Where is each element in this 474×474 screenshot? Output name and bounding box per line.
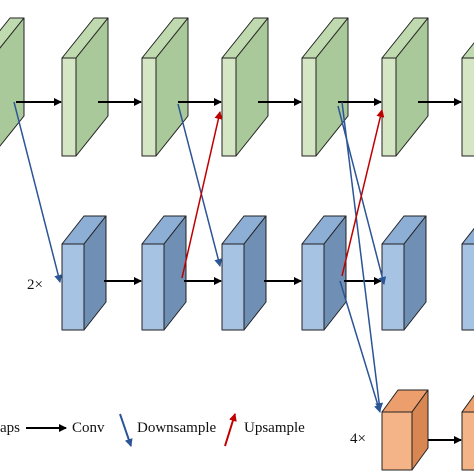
conv-arrows: [16, 98, 462, 444]
row2-feature-maps: [61, 215, 474, 331]
green-feature-map-6: [381, 17, 429, 157]
green-feature-map-5: [301, 17, 349, 157]
green-feature-map-3: [141, 17, 189, 157]
legend-upsample-label: Upsample: [244, 420, 305, 436]
blue-feature-map-1: [61, 215, 107, 331]
legend: aps Conv Downsample Upsample: [0, 413, 305, 447]
legend-downsample-label: Downsample: [137, 420, 216, 436]
scale-label-4x: 4×: [350, 431, 366, 447]
green-feature-map-2: [61, 17, 109, 157]
scale-label-2x: 2×: [27, 277, 43, 293]
blue-feature-map-6: [461, 227, 474, 331]
upsample-arrow-1: [181, 111, 223, 279]
green-feature-map-4: [221, 17, 269, 157]
orange-feature-map-1: [381, 389, 429, 471]
blue-feature-map-4: [301, 215, 347, 331]
orange-feature-map-2: [461, 394, 474, 471]
row3-feature-maps: [381, 389, 474, 471]
blue-feature-map-2: [141, 215, 187, 331]
green-feature-map-1: [0, 17, 25, 147]
downsample-arrow-4: [341, 101, 384, 411]
upsample-arrow-2: [341, 109, 385, 277]
downsample-arrow-5: [339, 280, 382, 413]
blue-feature-map-3: [221, 215, 267, 331]
legend-upsample-arrow: [224, 413, 237, 447]
row1-feature-maps: [0, 17, 474, 157]
blue-feature-map-5: [381, 215, 427, 331]
legend-conv-label: Conv: [72, 420, 105, 436]
downsample-arrow-2: [177, 103, 223, 267]
legend-feature-maps-label: aps: [0, 420, 20, 436]
upsample-arrows: [181, 109, 385, 279]
green-feature-map-7: [461, 42, 474, 157]
downsample-arrow-1: [13, 101, 63, 283]
legend-downsample-arrow: [119, 413, 133, 447]
